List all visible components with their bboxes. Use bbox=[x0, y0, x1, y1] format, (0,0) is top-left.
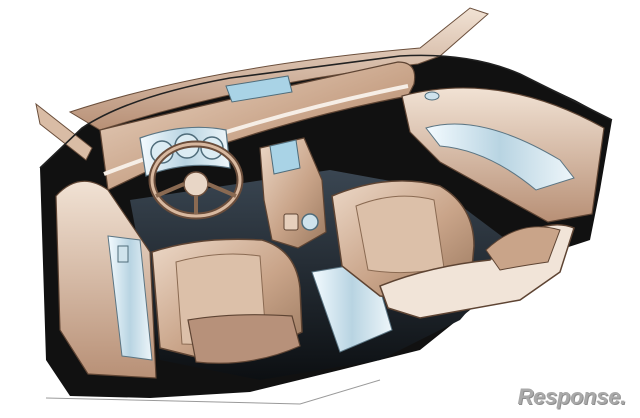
driver-seat bbox=[151, 238, 303, 364]
window-switch bbox=[117, 245, 129, 263]
watermark-text: Response. bbox=[517, 384, 626, 409]
dash-trim-line bbox=[103, 84, 409, 176]
console-screen bbox=[269, 139, 301, 175]
console-switches bbox=[283, 213, 299, 231]
sketch-outline bbox=[39, 54, 613, 169]
steering-wheel bbox=[148, 140, 244, 220]
roof-rail bbox=[68, 7, 489, 131]
response-watermark: Response. bbox=[517, 384, 626, 410]
right-door-armrest bbox=[425, 123, 575, 191]
door-handle bbox=[424, 91, 440, 101]
gear-knob bbox=[301, 213, 319, 231]
a-pillar-left bbox=[35, 102, 93, 161]
left-door-trim bbox=[107, 235, 153, 361]
ground-shadow bbox=[45, 379, 381, 405]
dash-top-vent bbox=[225, 75, 293, 103]
passenger-seat bbox=[331, 180, 575, 319]
